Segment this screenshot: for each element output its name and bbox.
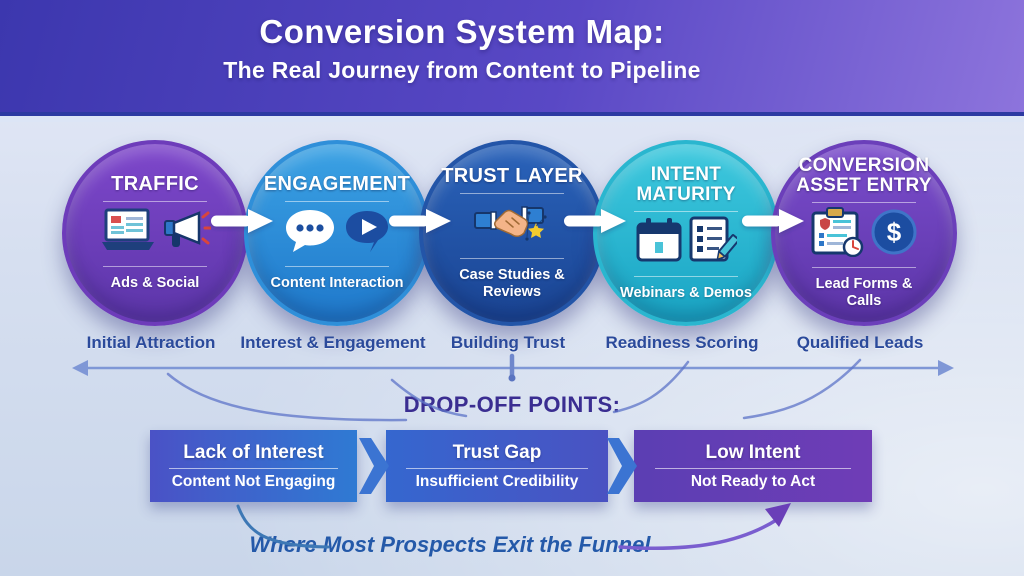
megaphone-icon — [163, 209, 213, 258]
stage-title: CONVERSION ASSET ENTRY — [796, 155, 932, 197]
dropoff-box-lack-of-interest: Lack of Interest Content Not Engaging — [150, 430, 357, 502]
stage-engagement: ENGAGEMENT Content Interaction — [244, 140, 430, 326]
stage-trust-layer: TRUST LAYER Case Studie — [419, 140, 605, 326]
video-play-icon — [343, 209, 391, 258]
caption-building-trust: Building Trust — [450, 333, 566, 352]
caption-initial-attraction: Initial Attraction — [86, 333, 216, 352]
stage-sublabel: Ads & Social — [110, 275, 200, 292]
stage-title: INTENT MATURITY — [636, 163, 736, 205]
divider — [460, 192, 564, 194]
checklist-pencil-icon — [689, 216, 740, 269]
dropoff-box-title: Lack of Interest — [183, 441, 324, 463]
stage-sublabel: Lead Forms & Calls — [815, 276, 913, 309]
dropoff-box-sublabel: Not Ready to Act — [690, 472, 816, 490]
footer-note: Where Most Prospects Exit the Funnel — [249, 532, 651, 557]
divider — [812, 202, 916, 204]
stage-title: ENGAGEMENT — [263, 173, 411, 196]
divider — [634, 210, 738, 212]
laptop-ads-icon — [99, 208, 157, 259]
page-title: Conversion System Map: — [259, 13, 665, 50]
divider — [168, 467, 339, 469]
stage-sublabel: Case Studies & Reviews — [459, 266, 565, 300]
stage-title: TRUST LAYER — [441, 164, 583, 187]
divider — [405, 467, 589, 469]
chat-bubble-icon — [283, 208, 337, 259]
dropoff-box-low-intent: Low Intent Not Ready to Act — [634, 430, 872, 502]
divider — [285, 266, 389, 268]
svg-text:$: $ — [887, 217, 902, 247]
dropoff-box-title: Trust Gap — [452, 441, 542, 463]
chevron-right-icon — [359, 438, 389, 494]
dropoff-box-title: Low Intent — [705, 441, 801, 463]
clipboard-clock-icon — [811, 206, 865, 262]
stage-sublabel: Content Interaction — [270, 275, 404, 292]
footer-arrowhead — [765, 503, 791, 527]
calendar-icon — [636, 217, 683, 268]
dropoff-box-sublabel: Insufficient Credibility — [415, 472, 579, 490]
divider — [460, 257, 564, 259]
stage-intent-maturity: INTENT MATURITY — [593, 140, 779, 326]
header-banner: Conversion System Map: The Real Journey … — [0, 0, 1024, 116]
dropoff-heading: DROP-OFF POINTS: — [403, 392, 621, 417]
caption-readiness-scoring: Readiness Scoring — [605, 333, 759, 352]
dollar-coin-icon: $ — [871, 209, 917, 260]
stage-conversion-asset-entry: CONVERSION ASSET ENTRY — [771, 140, 957, 326]
divider — [812, 267, 916, 269]
dropoff-box-sublabel: Content Not Engaging — [171, 472, 336, 490]
handshake-icon — [474, 199, 550, 250]
chevron-right-icon — [607, 438, 637, 494]
page-subtitle: The Real Journey from Content to Pipelin… — [223, 57, 701, 83]
caption-qualified-leads: Qualified Leads — [796, 333, 924, 352]
timeline-arrow-line — [72, 353, 954, 382]
stage-title: TRAFFIC — [111, 173, 199, 196]
dropoff-box-trust-gap: Trust Gap Insufficient Credibility — [386, 430, 608, 502]
divider — [634, 275, 738, 277]
divider — [103, 266, 207, 268]
stage-traffic: TRAFFIC — [62, 140, 248, 326]
stage-sublabel: Webinars & Demos — [620, 284, 752, 301]
divider — [285, 201, 389, 203]
divider — [655, 467, 851, 469]
divider — [103, 201, 207, 203]
caption-interest-engagement: Interest & Engagement — [240, 333, 426, 352]
